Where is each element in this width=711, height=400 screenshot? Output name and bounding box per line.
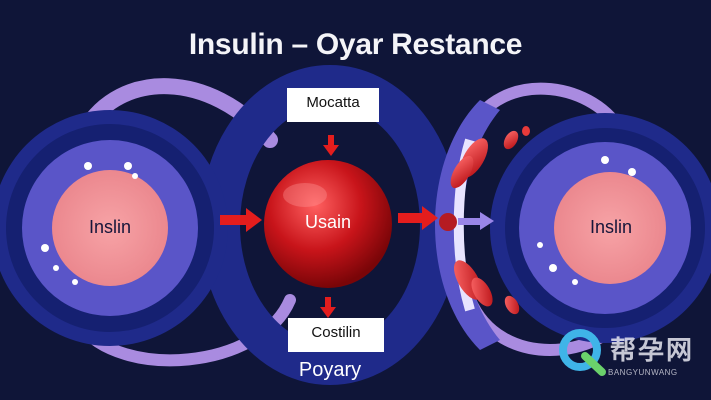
left-cell-label: Inslin (88, 217, 132, 237)
membrane-sphere (439, 213, 457, 231)
bottom-label-box: Costilin (288, 318, 384, 352)
right-cell-label: Inslin (589, 217, 633, 237)
watermark-cn-text: 帮孕网 (610, 335, 695, 365)
watermark-logo (559, 329, 606, 376)
red-blood-cells (450, 126, 530, 315)
diagram-title: Insulin – Oyar Restance (188, 28, 523, 61)
central-sphere (264, 160, 392, 288)
bottom-caption: Poyary (298, 359, 362, 381)
arrow-center-to-right (398, 206, 438, 230)
left-cell (0, 110, 228, 346)
arrow-bottom-down (320, 297, 336, 318)
arrow-purple (458, 212, 494, 230)
arrow-left-to-center (220, 208, 262, 232)
center-sphere-label: Usain (304, 212, 352, 232)
right-cell (490, 113, 711, 343)
watermark-en-text: BANGYUNWANG (608, 368, 678, 377)
top-label-box: Mocatta (287, 88, 379, 122)
watermark: 帮孕网 BANGYUNWANG (560, 328, 710, 388)
arrow-top-down (323, 135, 339, 156)
